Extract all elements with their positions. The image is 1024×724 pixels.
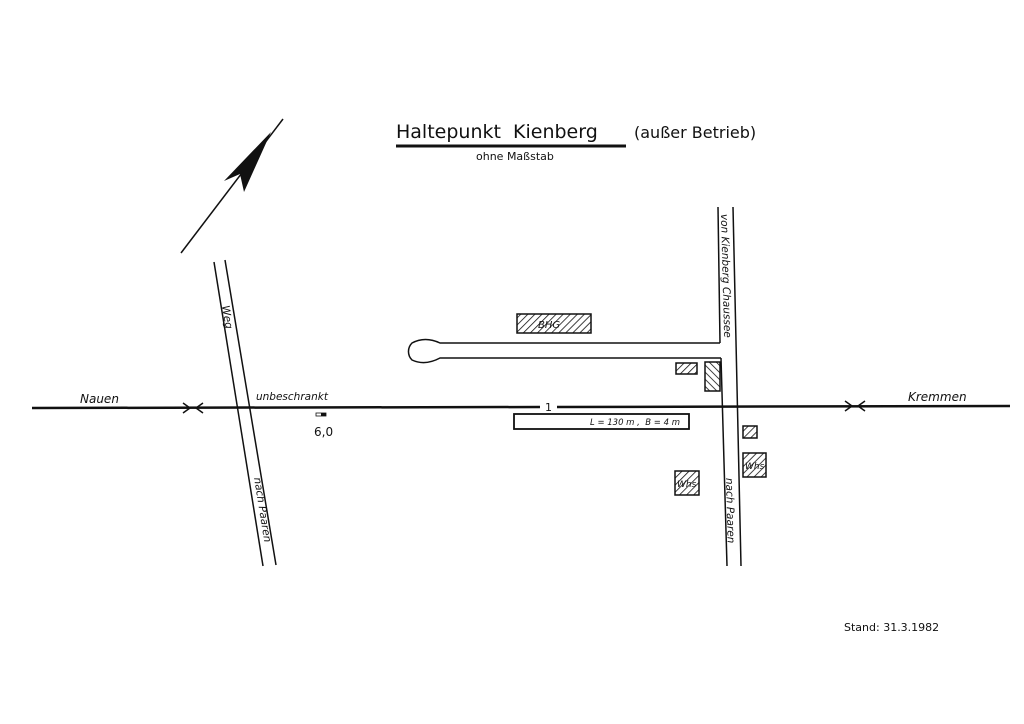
label-nauen: Nauen xyxy=(80,392,119,406)
residence-1 xyxy=(742,452,767,478)
station-building-label: BHG xyxy=(538,320,560,331)
shed-3 xyxy=(742,425,758,439)
label-kremmen: Kremmen xyxy=(908,390,967,404)
section-boundary-west-icon xyxy=(182,402,204,414)
platform-label: L = 130 m , B = 4 m xyxy=(590,418,680,428)
residence-2 xyxy=(674,470,700,496)
residence-1-label: Whs xyxy=(745,462,765,472)
section-boundary-east-icon xyxy=(844,400,866,412)
north-arrow-icon xyxy=(180,118,284,254)
label-unbeschrankt: unbeschrankt xyxy=(256,391,329,403)
road-left-label-top: Weg xyxy=(219,305,235,330)
road-left xyxy=(213,259,277,567)
shed-1 xyxy=(675,362,698,375)
road-right xyxy=(717,206,742,567)
main-track xyxy=(31,404,1011,410)
residence-2-label: Whs xyxy=(677,480,697,490)
track-number: 1 xyxy=(545,401,552,414)
km-marker-icon xyxy=(315,412,327,417)
platform xyxy=(513,413,690,430)
shed-2 xyxy=(704,361,721,392)
page-title: Haltepunkt Kienberg xyxy=(396,121,598,143)
subtitle: ohne Maßstab xyxy=(476,150,554,163)
date-stamp: Stand: 31.3.1982 xyxy=(844,621,939,634)
road-right-label-bottom: nach Paaren xyxy=(723,478,737,544)
km-label: 6,0 xyxy=(314,425,333,439)
access-road xyxy=(407,338,721,364)
station-building xyxy=(516,313,592,334)
title-note: (außer Betrieb) xyxy=(634,123,756,142)
road-right-label-top: von Kienberg Chaussee xyxy=(718,214,733,338)
